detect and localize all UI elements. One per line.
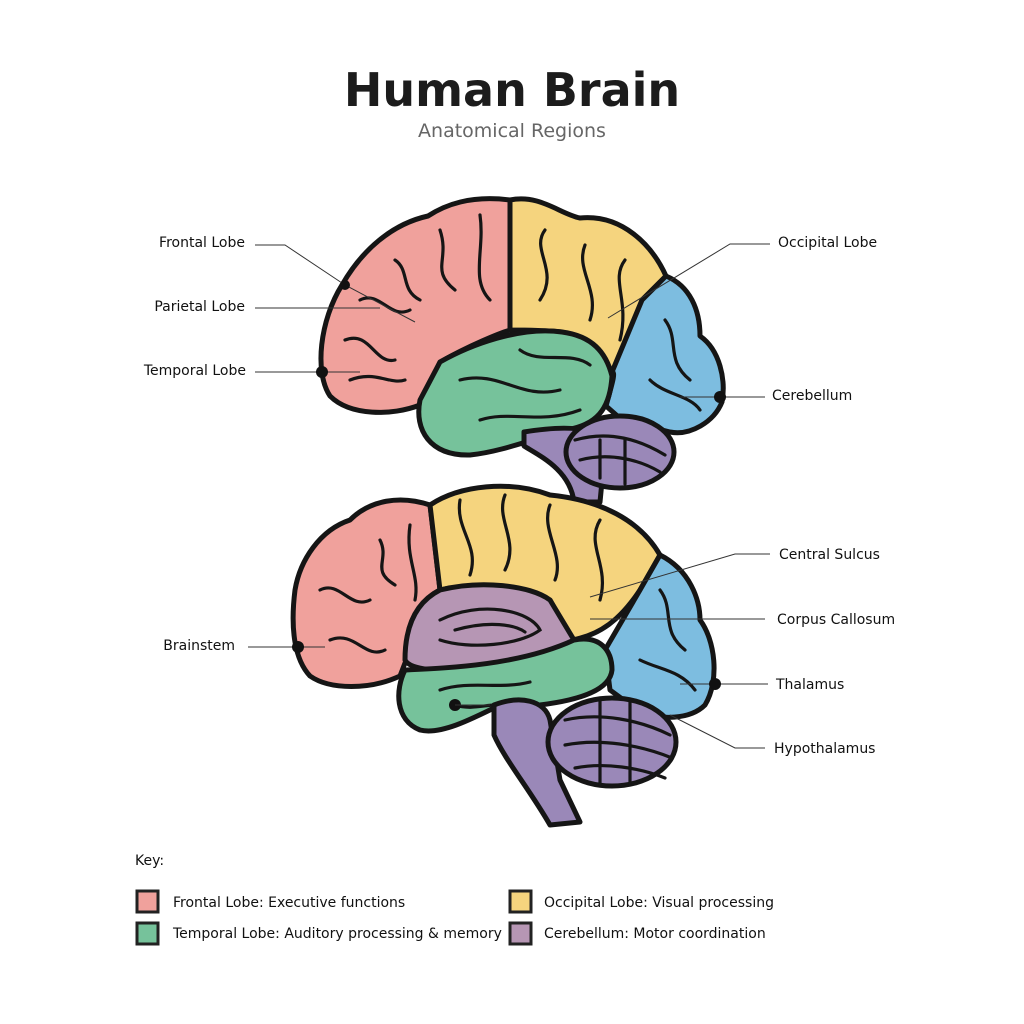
label-hypothalamus: Hypothalamus	[774, 741, 875, 757]
label-cerebellum: Cerebellum	[772, 388, 852, 404]
label-temporal-lobe: Temporal Lobe	[143, 363, 246, 379]
leader-lines	[248, 243, 770, 749]
label-central-sulcus: Central Sulcus	[779, 547, 880, 563]
legend-title: Key:	[135, 853, 164, 869]
label-thalamus: Thalamus	[775, 677, 844, 693]
legend-item-occipital: Occipital Lobe: Visual processing	[544, 895, 774, 911]
temporal-lobe-region	[416, 328, 615, 458]
legend-item-temporal: Temporal Lobe: Auditory processing & mem…	[172, 926, 502, 942]
label-occipital-lobe: Occipital Lobe	[778, 235, 877, 251]
legend-swatch-occipital	[508, 889, 533, 914]
label-parietal-lobe: Parietal Lobe	[154, 299, 245, 315]
label-brainstem: Brainstem	[163, 638, 235, 654]
legend-item-cerebellum: Cerebellum: Motor coordination	[544, 926, 766, 942]
page-title: Human Brain	[344, 63, 680, 117]
page-subtitle: Anatomical Regions	[418, 120, 606, 142]
label-corpus-callosum: Corpus Callosum	[777, 612, 895, 628]
legend: Key: Frontal Lobe: Executive functions O…	[135, 853, 774, 946]
legend-swatch-temporal	[135, 921, 160, 946]
legend-swatch-cerebellum	[508, 921, 533, 946]
legend-item-frontal: Frontal Lobe: Executive functions	[173, 895, 405, 911]
legend-swatch-frontal	[135, 889, 160, 914]
upper-brain-lateral-view	[318, 196, 726, 505]
label-frontal-lobe: Frontal Lobe	[159, 235, 245, 251]
brainstem-region-lower	[491, 697, 583, 828]
cerebellum-region	[563, 413, 677, 491]
lower-brain-sagittal-view	[290, 483, 717, 828]
